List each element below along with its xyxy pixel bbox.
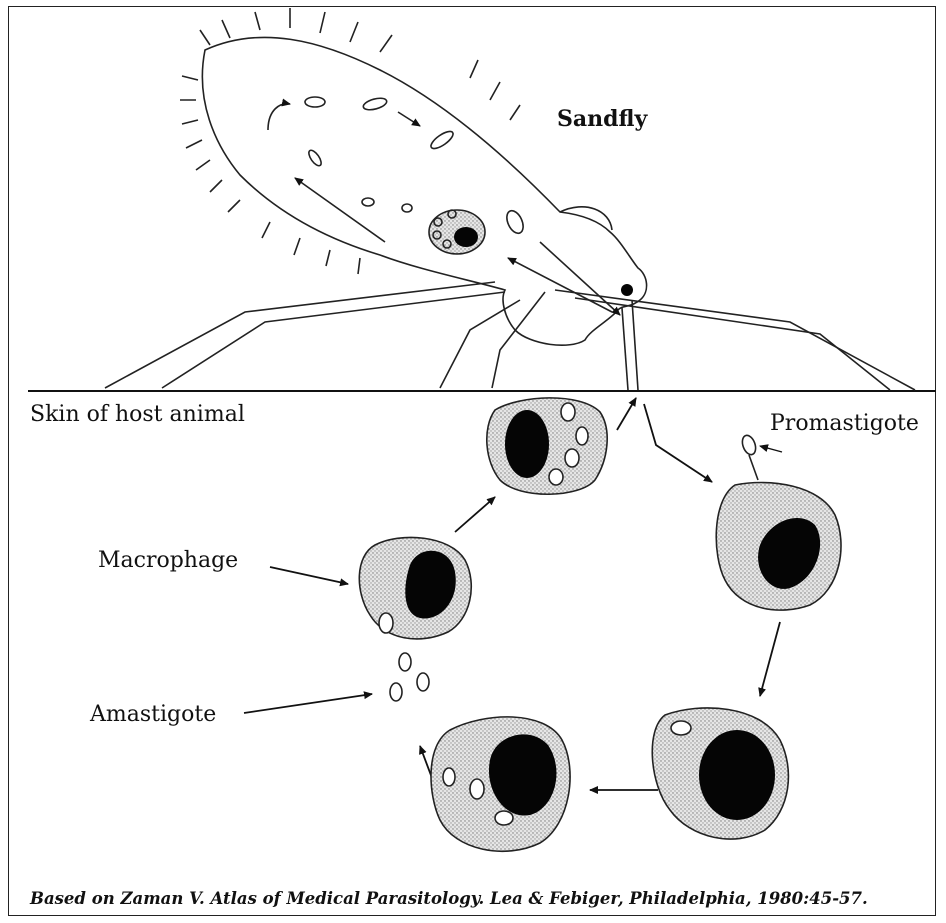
skin-label: Skin of host animal <box>30 402 245 427</box>
source-caption: Based on Zaman V. Atlas of Medical Paras… <box>30 889 868 908</box>
promastigote-label: Promastigote <box>770 411 919 436</box>
macrophage-label: Macrophage <box>98 548 238 573</box>
sandfly-illustration <box>105 8 915 390</box>
macrophage-cell <box>431 717 570 851</box>
macrophage-cell <box>359 537 471 639</box>
amastigote-cells <box>390 653 429 701</box>
macrophage-cell <box>652 708 788 839</box>
amastigote-label: Amastigote <box>90 702 216 727</box>
sandfly-label: Sandfly <box>557 106 647 132</box>
macrophage-cell <box>487 398 607 494</box>
macrophage-cell <box>716 434 841 611</box>
